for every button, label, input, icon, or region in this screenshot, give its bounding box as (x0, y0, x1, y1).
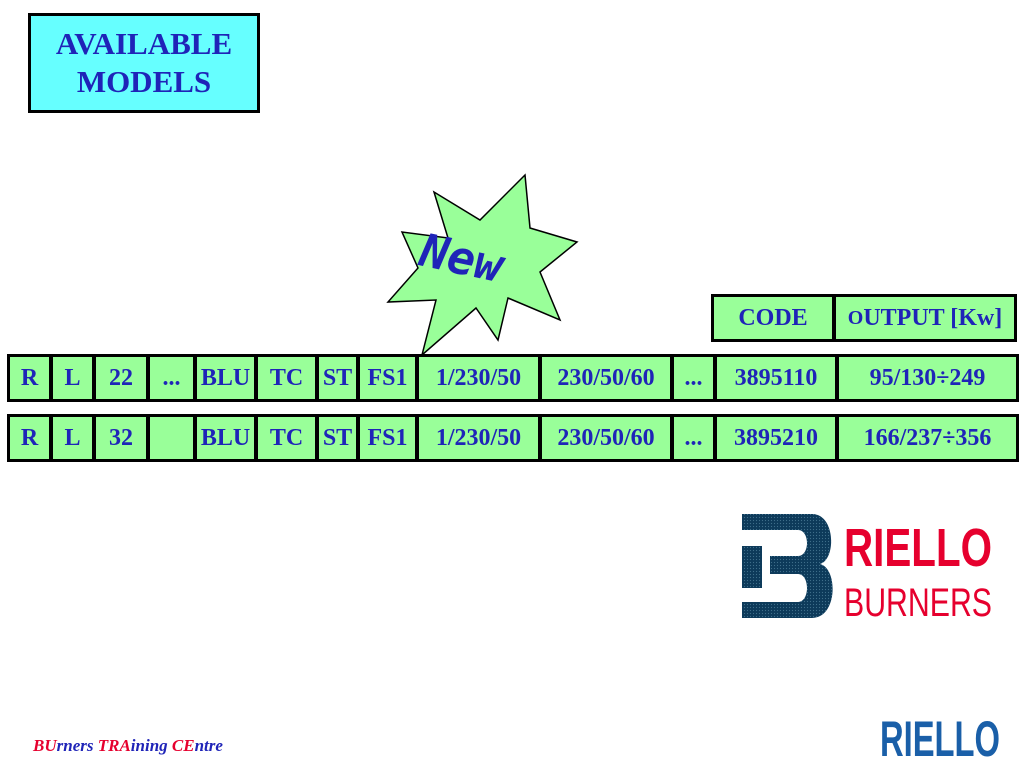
row2-cell-5: BLU (194, 414, 257, 462)
logo-burners-text: BURNERS (844, 581, 992, 622)
row2-cell-7: ST (316, 414, 359, 462)
row1-cell-11: ... (671, 354, 716, 402)
row1-code: 3895110 (714, 354, 838, 402)
row2-cell-11: ... (671, 414, 716, 462)
row2-output: 166/237÷356 (836, 414, 1019, 462)
row1-cell-1: R (7, 354, 52, 402)
riello-burners-logo: RIELLO BURNERS (742, 514, 992, 622)
title-line-2: MODELS (76, 64, 212, 99)
row1-cell-3: 22 (93, 354, 149, 402)
available-models-title: AVAILABLE MODELS (28, 13, 260, 113)
title-line-1: AVAILABLE (55, 26, 233, 61)
row2-cell-1: R (7, 414, 52, 462)
row1-cell-6: TC (255, 354, 318, 402)
footer-training-centre: BUrners TRAining CEntre (33, 736, 223, 755)
riello-corner-logo: RIELLO (880, 711, 1000, 762)
code-header: CODE (711, 294, 835, 342)
row2-cell-4 (147, 414, 196, 462)
row1-cell-8: FS1 (357, 354, 418, 402)
row1-cell-9: 1/230/50 (416, 354, 541, 402)
b-emblem-icon (742, 514, 833, 618)
row1-cell-7: ST (316, 354, 359, 402)
row1-output: 95/130÷249 (836, 354, 1019, 402)
row1-cell-5: BLU (194, 354, 257, 402)
row1-cell-4: ... (147, 354, 196, 402)
row2-code: 3895210 (714, 414, 838, 462)
new-starburst-badge: New (386, 173, 579, 358)
row2-cell-2: L (50, 414, 95, 462)
corner-logo-text: RIELLO (880, 711, 1000, 762)
row1-cell-10: 230/50/60 (539, 354, 673, 402)
row2-cell-9: 1/230/50 (416, 414, 541, 462)
row2-cell-3: 32 (93, 414, 149, 462)
row1-cell-2: L (50, 354, 95, 402)
row2-cell-10: 230/50/60 (539, 414, 673, 462)
row2-cell-8: FS1 (357, 414, 418, 462)
row2-cell-6: TC (255, 414, 318, 462)
logo-riello-text: RIELLO (844, 518, 992, 578)
